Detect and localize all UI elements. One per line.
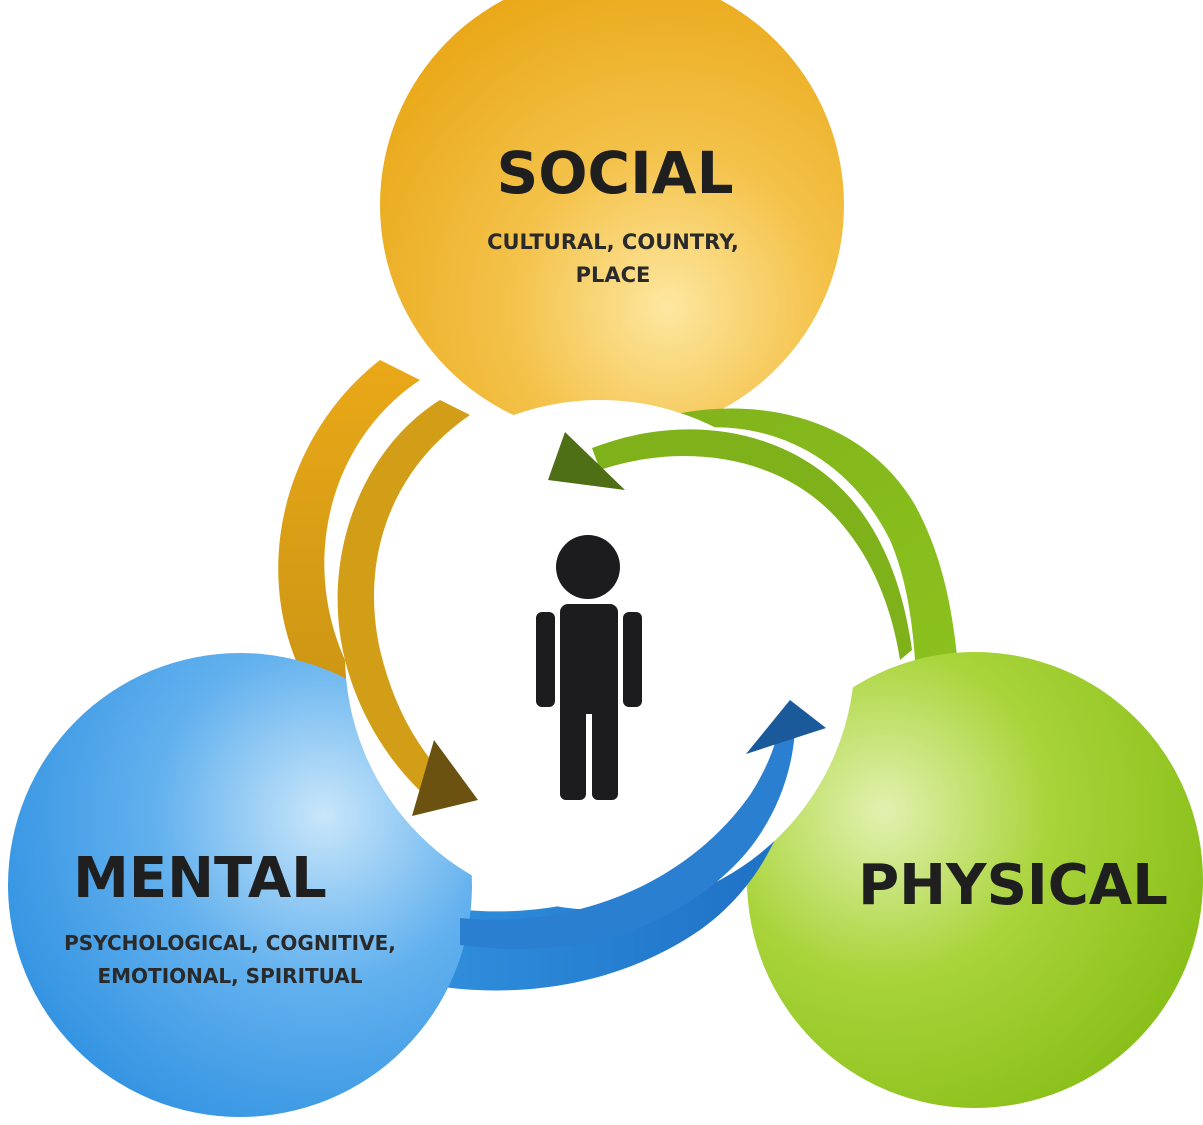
mental-node: MENTAL PSYCHOLOGICAL, COGNITIVE, EMOTION…	[8, 653, 826, 1117]
physical-arrow-inner	[592, 429, 912, 660]
mental-subtitle-line2: EMOTIONAL, SPIRITUAL	[97, 964, 362, 988]
social-arrow-inner	[337, 400, 470, 800]
mental-arrow-inner	[460, 725, 795, 949]
social-subtitle-line2: PLACE	[576, 263, 651, 287]
physical-circle	[747, 652, 1203, 1108]
mental-circle	[8, 653, 472, 1117]
mental-arrowhead-top-icon	[746, 700, 826, 754]
physical-node: PHYSICAL	[548, 408, 1203, 1108]
social-circle	[380, 0, 844, 437]
physical-arrow-band	[590, 408, 960, 690]
mental-subtitle-line1: PSYCHOLOGICAL, COGNITIVE,	[64, 931, 396, 955]
physical-arrowhead-top-icon	[548, 432, 625, 490]
person-icon	[536, 535, 642, 800]
social-title: SOCIAL	[496, 139, 733, 207]
mental-title: MENTAL	[73, 846, 327, 911]
social-arrowhead-top-icon	[412, 740, 478, 816]
physical-title: PHYSICAL	[858, 853, 1168, 918]
social-subtitle-line1: CULTURAL, COUNTRY,	[487, 230, 739, 254]
